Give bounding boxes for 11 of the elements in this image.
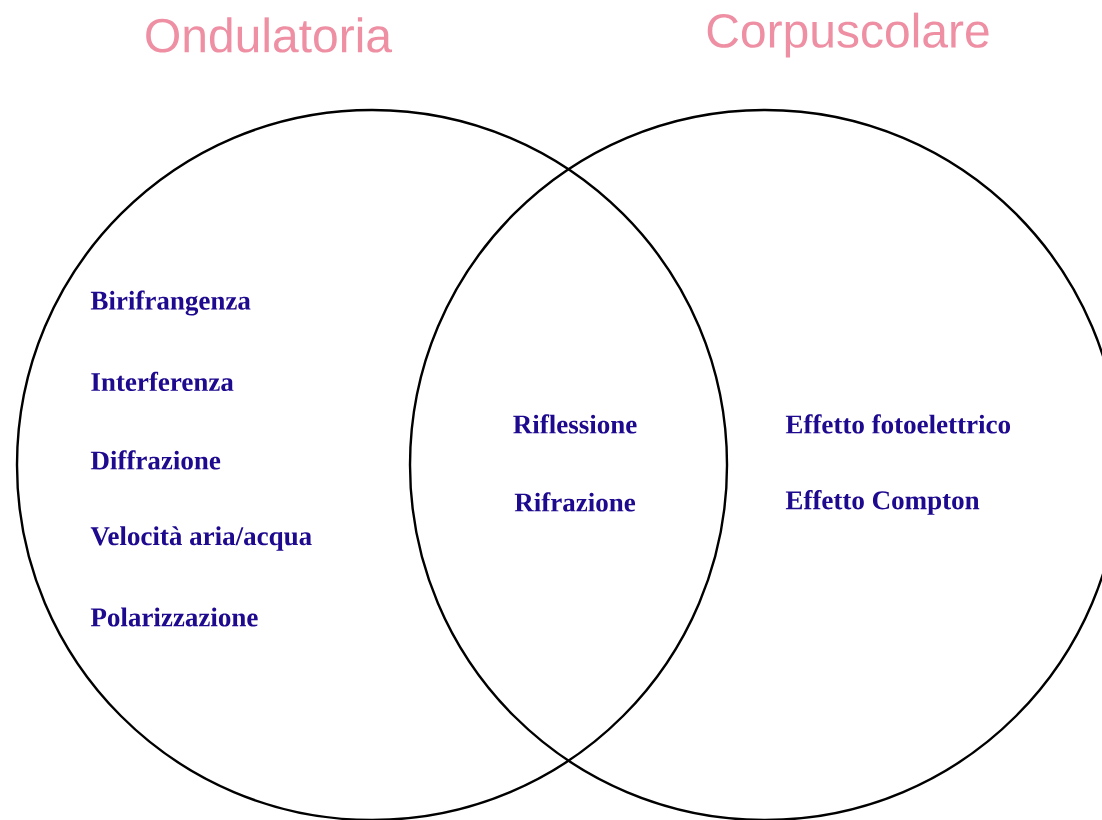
item-text: Riflessione [513,414,637,434]
heading: Ondulatoria [146,17,393,53]
item-text: Effetto Compton [785,490,980,515]
item-text: Polarizzazione [90,607,258,627]
item-text: Velocità aria/acqua [90,526,312,551]
item-text: Interferenza [91,371,234,392]
heading: Corpuscolare [707,12,989,58]
item-text: Birifrangenza [90,290,251,316]
item-text: Diffrazione [90,450,221,470]
item-text: Rifrazione [514,492,636,512]
item-text: Effetto fotoelettrico [785,414,1011,434]
